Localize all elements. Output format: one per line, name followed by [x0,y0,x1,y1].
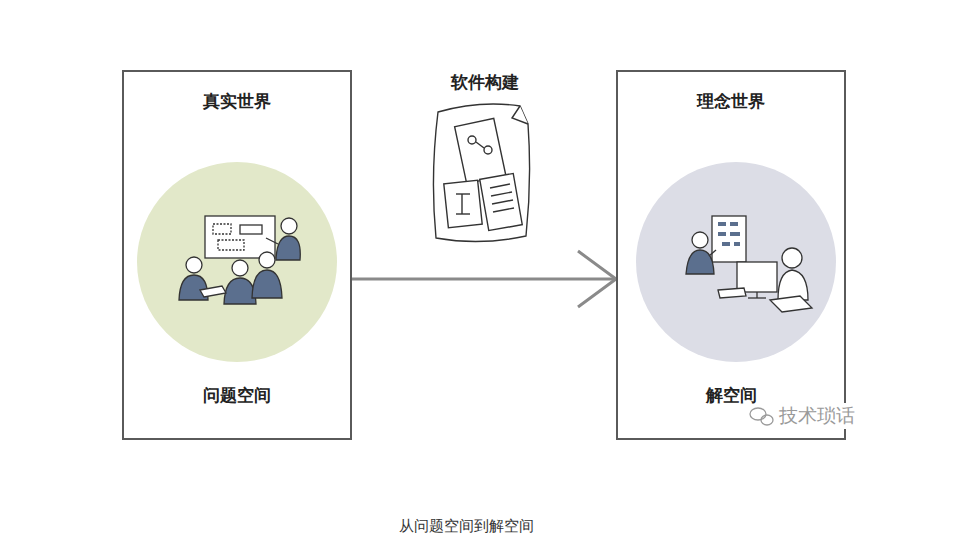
world-heading: 真实世界 [124,90,350,113]
developer-figure-part [778,270,808,300]
caption: 从问题空间到解空间 [399,517,534,536]
meeting-figure-part [240,225,262,234]
meeting-figure-part [213,224,231,234]
meeting-figure-part [281,218,297,234]
documents-figure-part [512,106,528,124]
developer-figure-part [748,297,766,298]
documents-figure-part [433,104,529,242]
solution-circle [636,162,836,362]
edge-label: 软件构建 [451,71,519,94]
developer-figure-part [782,248,802,268]
meeting-figure-part [224,278,256,304]
documents-figure-part [461,194,462,214]
watermark-icon-part [761,415,773,425]
developer-figure [686,216,812,312]
meeting-figure-part [218,240,244,250]
watermark: 技术琐话 [777,403,857,429]
documents-figure [433,104,529,242]
documents-figure-part [480,173,523,230]
documents-figure-part [455,118,506,183]
world-box: 理念世界解空间 [616,70,846,440]
documents-figure-part [491,192,512,196]
documents-figure-part [484,146,492,154]
documents-figure-part [468,136,476,144]
developer-figure-part [718,232,726,236]
developer-figure-part [730,232,740,236]
documents-figure-part [493,208,514,212]
meeting-figure-part [259,252,275,268]
meeting-figure-part [232,260,248,276]
developer-figure-part [718,222,726,226]
problem-circle [137,162,337,362]
meeting-figure-part [252,270,282,298]
watermark-icon-part [750,408,766,420]
world-heading: 理念世界 [618,90,844,113]
documents-figure-part [456,193,470,194]
arrow-line [352,278,616,281]
arrow-head [578,251,616,307]
developer-figure-part [730,222,738,226]
developer-figure-part [718,288,746,298]
documents-figure-part [444,180,482,227]
meeting-figure-part [266,238,278,244]
documents-figure-part [476,142,484,148]
meeting-figure-part [205,216,275,258]
developer-figure-part [692,232,708,248]
developer-figure-part [756,292,757,298]
developer-figure-part [712,216,746,262]
developer-figure-part [770,296,812,312]
meeting-figure-part [200,286,226,297]
documents-figure-part [492,200,513,204]
space-label: 问题空间 [124,384,350,407]
transform-arrow [352,251,616,307]
meeting-figure-part [276,236,300,260]
developer-figure-part [686,250,714,274]
world-box: 真实世界问题空间 [122,70,352,440]
watermark-icon [750,408,773,425]
developer-figure-part [734,242,740,246]
developer-figure-part [709,250,716,256]
developer-figure-part [722,242,730,246]
documents-figure-part [490,184,510,188]
meeting-figure [179,216,300,304]
meeting-figure-part [186,257,202,273]
documents-figure-part [456,213,470,214]
